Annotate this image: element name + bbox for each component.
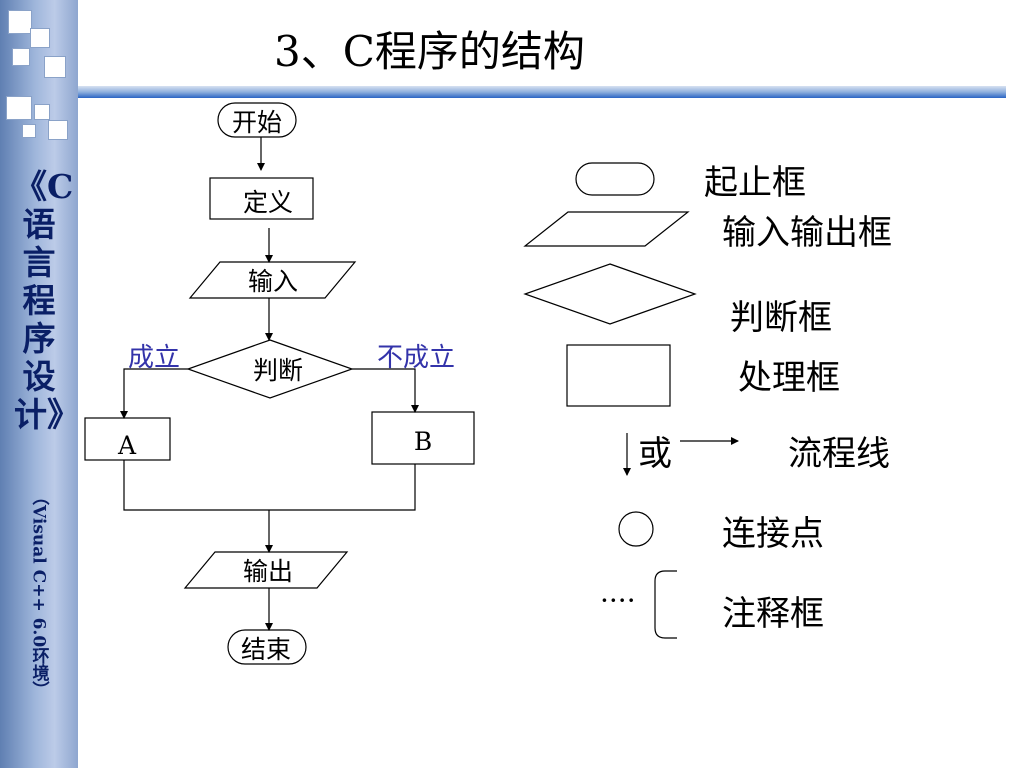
legend-connector-symbol <box>618 511 654 547</box>
flowline-merge <box>123 460 416 511</box>
output-label: 输出 <box>243 557 293 586</box>
decor-square <box>44 56 66 78</box>
decision-diamond <box>186 339 354 399</box>
define-label: 定义 <box>243 188 293 217</box>
decor-square <box>6 96 32 120</box>
flowline-yes <box>120 368 188 419</box>
box-a-label: A <box>117 431 137 460</box>
decision-label: 判断 <box>253 356 303 385</box>
legend-process-label: 处理框 <box>738 358 840 398</box>
legend-annotation-label: 注释框 <box>722 594 824 634</box>
decor-square <box>34 104 50 120</box>
legend-process-symbol <box>566 344 671 407</box>
legend-annotation-bracket <box>654 570 677 639</box>
legend-io-symbol <box>523 211 690 247</box>
sidebar: 《C语言程序设计》 （Visual C++ 6.0环境） <box>0 0 80 768</box>
legend-terminal-symbol <box>575 162 655 196</box>
decor-square <box>48 120 68 140</box>
title-underline-bar <box>78 86 1006 98</box>
define-process-box <box>209 177 314 220</box>
flowline-no <box>352 368 419 413</box>
decor-square <box>22 124 36 138</box>
box-b <box>371 411 475 465</box>
legend-connector-label: 连接点 <box>722 514 824 554</box>
legend-or-label: 或 <box>638 434 672 474</box>
box-b-label: B <box>414 427 432 456</box>
legend-decision-label: 判断框 <box>730 298 832 338</box>
legend-terminal-label: 起止框 <box>704 163 806 203</box>
decor-square <box>30 28 50 48</box>
yes-branch-label: 成立 <box>128 343 180 373</box>
legend-flowline-label: 流程线 <box>788 434 890 474</box>
legend-io-label: 输入输出框 <box>722 213 892 253</box>
sidebar-subtitle: （Visual C++ 6.0环境） <box>28 488 49 699</box>
decor-square <box>8 10 32 34</box>
legend-decision-symbol <box>523 263 697 325</box>
output-io-shape <box>183 551 349 589</box>
legend-annotation-dots: ···· <box>600 584 636 617</box>
end-label: 结束 <box>241 635 291 664</box>
input-label: 输入 <box>248 267 298 296</box>
start-label: 开始 <box>232 108 282 137</box>
no-branch-label: 不成立 <box>377 343 455 373</box>
slide-title: 3、C程序的结构 <box>274 27 585 76</box>
start-terminal-shape <box>217 102 297 138</box>
input-io-shape <box>188 261 357 299</box>
decor-square <box>12 48 30 66</box>
